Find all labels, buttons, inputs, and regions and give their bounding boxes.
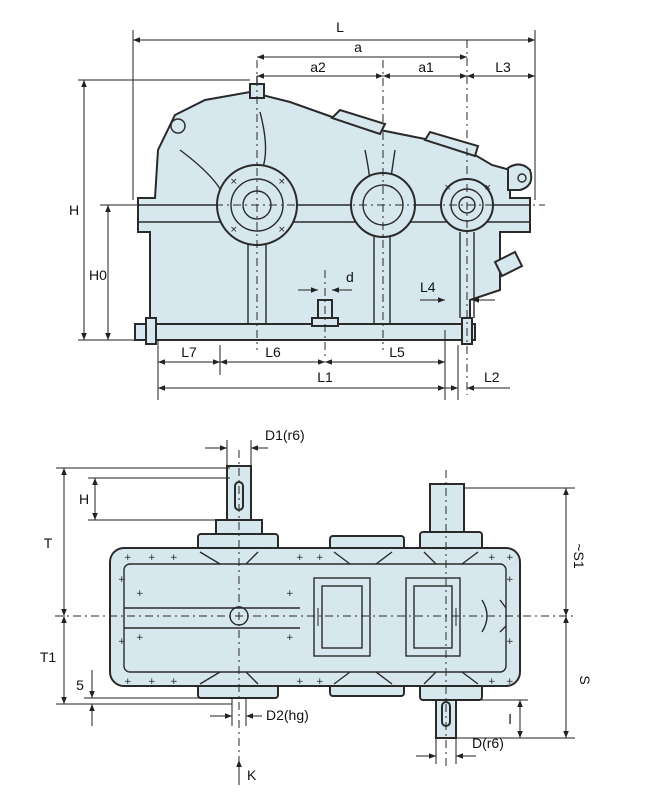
dim-S-label: S	[577, 675, 593, 684]
front-inspection-cover-1	[330, 108, 387, 136]
front-bearing-bolts: × × × × × ×	[230, 177, 492, 235]
svg-text:+: +	[136, 589, 144, 599]
svg-text:+: +	[488, 677, 496, 687]
dim-d-label: d	[346, 269, 354, 285]
front-rib-3	[459, 232, 475, 318]
dim-L7-label: L7	[181, 344, 197, 360]
svg-text:+: +	[136, 633, 144, 643]
dim-L5-label: L5	[389, 344, 405, 360]
top-ribs	[199, 551, 479, 685]
dim-H0-label: H0	[89, 267, 107, 283]
svg-text:+: +	[170, 553, 178, 563]
dim-L3-label: L3	[495, 59, 511, 75]
dim-T1-label: T1	[40, 649, 57, 665]
front-housing	[137, 90, 531, 331]
dim-a2-label: a2	[310, 59, 326, 75]
front-lifting-eye-right	[507, 163, 533, 191]
front-foundation-bolt-left	[145, 317, 157, 345]
front-inspection-cover-2	[423, 130, 480, 158]
view-K-label: K	[247, 767, 257, 783]
svg-text:+: +	[124, 677, 132, 687]
svg-text:+: +	[296, 553, 304, 563]
top-cover-1	[313, 577, 371, 657]
dim-L-label: L	[336, 19, 344, 35]
top-view: + + + + + + + + + + + + + + + + + + + + + + D1(r6) H…	[40, 427, 593, 785]
svg-text:+: +	[118, 575, 126, 585]
svg-text:+: +	[286, 633, 294, 643]
svg-text:+: +	[506, 553, 514, 563]
svg-text:+: +	[316, 553, 324, 563]
dim-S1-label: ~S1	[571, 543, 587, 569]
svg-text:+: +	[506, 637, 514, 647]
dim-a-label: a	[354, 39, 362, 55]
svg-text:+: +	[124, 553, 132, 563]
dim-5-label: 5	[76, 677, 84, 693]
top-housing	[109, 547, 521, 687]
top-cover-2	[405, 577, 461, 657]
dim-D-label: D(r6)	[472, 735, 504, 751]
front-lifting-lug	[170, 118, 186, 134]
svg-text:+: +	[316, 677, 324, 687]
svg-text:+: +	[286, 589, 294, 599]
svg-text:×: ×	[278, 177, 286, 187]
front-base-flange	[134, 323, 476, 341]
dim-T-label: T	[44, 535, 53, 551]
dim-l-label: l	[508, 711, 511, 727]
dim-L1-label: L1	[317, 369, 333, 385]
svg-text:+: +	[148, 553, 156, 563]
svg-text:+: +	[506, 677, 514, 687]
svg-text:×: ×	[444, 183, 452, 193]
dim-H-top-label: H	[79, 491, 89, 507]
svg-text:+: +	[170, 677, 178, 687]
svg-text:×: ×	[484, 183, 492, 193]
dim-D1-label: D1(r6)	[265, 427, 305, 443]
dim-L4-label: L4	[420, 279, 436, 295]
dim-a1-label: a1	[418, 59, 434, 75]
svg-text:+: +	[148, 677, 156, 687]
svg-text:+: +	[118, 637, 126, 647]
top-housing-inner	[123, 563, 507, 673]
front-rib-1	[247, 232, 267, 324]
dim-L2-label: L2	[484, 369, 500, 385]
svg-text:×: ×	[230, 177, 238, 187]
svg-text:+: +	[488, 553, 496, 563]
svg-text:+: +	[506, 575, 514, 585]
svg-text:×: ×	[230, 225, 238, 235]
top-bolt-markers: + + + + + + + + + + + + + + + + + + + + + +	[118, 553, 514, 687]
front-view: × × × × × × L a	[69, 19, 545, 400]
front-oil-gauge	[493, 250, 524, 278]
svg-text:+: +	[296, 677, 304, 687]
svg-text:×: ×	[278, 225, 286, 235]
dim-L6-label: L6	[265, 344, 281, 360]
front-rib-2	[373, 232, 391, 324]
top-split-band	[124, 607, 300, 629]
dim-D2-label: D2(hg)	[266, 707, 309, 723]
dim-H-label: H	[69, 202, 79, 218]
